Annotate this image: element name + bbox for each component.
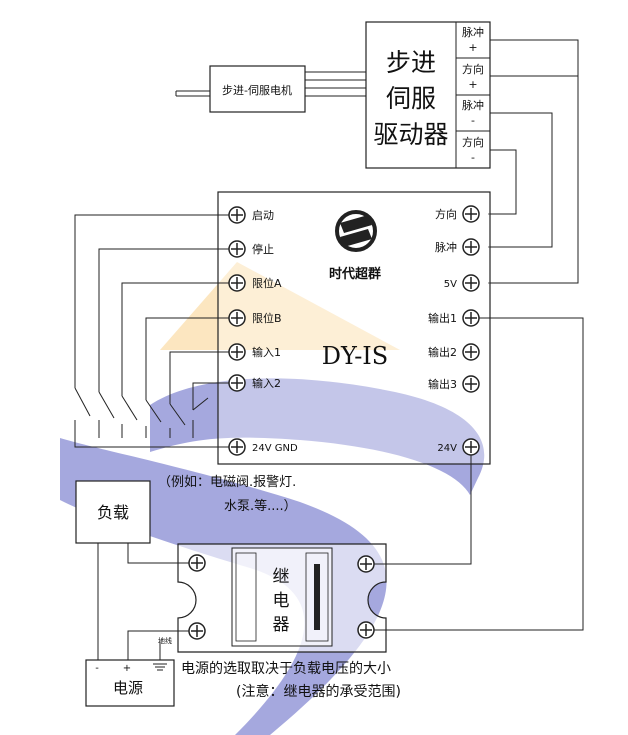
driver-terminal-1-bottom: + [468, 41, 477, 54]
driver-terminal-2-top: 方向 [462, 62, 484, 76]
terminal-stop: 停止 [228, 240, 274, 258]
power-note-line2: (注意：继电器的承受范围) [236, 683, 401, 700]
relay-label-char1: 继 [273, 567, 290, 587]
motor-label: 步进-伺服电机 [222, 83, 292, 97]
terminal-limit-b-label: 限位B [252, 311, 282, 325]
power-wires [97, 317, 584, 660]
terminal-pulse-label: 脉冲 [435, 240, 457, 254]
terminal-output-1: 输出1 [428, 309, 480, 327]
terminal-limit-a: 限位A [228, 274, 282, 292]
driver-terminal-3-top: 脉冲 [462, 98, 484, 112]
relay-terminal-bottom-left [188, 622, 206, 640]
terminal-5v: 5V [444, 274, 480, 292]
power-plus-label: + [123, 663, 131, 674]
terminal-output-2: 输出2 [428, 343, 480, 361]
driver-terminal-1-top: 脉冲 [462, 25, 484, 39]
motor-box [209, 65, 306, 113]
terminal-start: 启动 [228, 206, 274, 224]
driver-terminal-2-bottom: + [468, 78, 477, 91]
load: 负载 （例如：电磁阀.报警灯. 水泵.等....） [75, 474, 297, 544]
controller: 时代超群 DY-IS 启动 停止 限位A 限位B 输入1 [217, 191, 491, 465]
load-label: 负载 [97, 503, 129, 522]
terminal-start-label: 启动 [252, 209, 274, 222]
brand-name: 时代超群 [329, 266, 381, 282]
relay-terminal-bottom-right [357, 621, 375, 639]
terminal-24v-label: 24V [437, 443, 457, 454]
model-name: DY-IS [322, 342, 388, 370]
terminal-output-2-label: 输出2 [428, 345, 457, 359]
driver-terminal-3-bottom: - [471, 114, 475, 127]
motor: 步进-伺服电机 [175, 65, 366, 113]
terminal-input-2: 输入2 [228, 374, 281, 392]
terminal-stop-label: 停止 [252, 242, 274, 256]
terminal-limit-a-label: 限位A [252, 276, 282, 290]
terminal-24v: 24V [437, 438, 480, 456]
brand-logo-icon [335, 210, 377, 252]
switch-wires [74, 214, 229, 448]
power-label: 电源 [113, 679, 143, 697]
driver-title-line1: 步进 [386, 48, 436, 77]
terminal-24v-gnd-label: 24V GND [252, 443, 298, 454]
driver-wires [488, 39, 579, 284]
terminal-output-3: 输出3 [428, 375, 480, 393]
terminal-pulse: 脉冲 [435, 238, 480, 256]
terminal-direction: 方向 [435, 205, 480, 223]
terminal-input-1: 输入1 [228, 343, 281, 361]
terminal-input-2-label: 输入2 [252, 376, 281, 390]
terminal-limit-b: 限位B [228, 309, 282, 327]
terminal-input-1-label: 输入1 [252, 345, 281, 359]
terminal-output-1-label: 输出1 [428, 311, 457, 325]
driver-title-line2: 伺服 [386, 84, 436, 113]
ground-label: 地线 [158, 636, 172, 645]
driver-terminal-4-bottom: - [471, 151, 475, 164]
relay-label-char2: 电 [273, 591, 290, 611]
relay-terminal-top-left [188, 554, 206, 572]
relay-terminal-top-right [357, 555, 375, 573]
terminal-direction-label: 方向 [435, 207, 457, 221]
ground-icon [153, 663, 167, 671]
driver-title-line3: 驱动器 [373, 120, 448, 149]
load-note-line2: 水泵.等....） [224, 498, 297, 514]
driver-terminal-4-top: 方向 [462, 135, 484, 149]
load-note-line1: （例如：电磁阀.报警灯. [158, 474, 296, 490]
power-supply: 电源 - + 地线 电源的选取取决于负载电压的大小 (注意：继电器的承受范围) [85, 636, 401, 707]
driver: 步进 伺服 驱动器 脉冲 + 方向 + 脉冲 - 方向 - [365, 21, 491, 169]
terminal-24v-gnd: 24V GND [228, 438, 298, 456]
relay-label-char3: 器 [273, 615, 290, 635]
power-minus-label: - [95, 663, 99, 674]
terminal-5v-label: 5V [444, 279, 457, 290]
power-note-line1: 电源的选取取决于负载电压的大小 [181, 661, 391, 677]
terminal-output-3-label: 输出3 [428, 377, 457, 391]
relay: 继 电 器 [177, 543, 387, 653]
